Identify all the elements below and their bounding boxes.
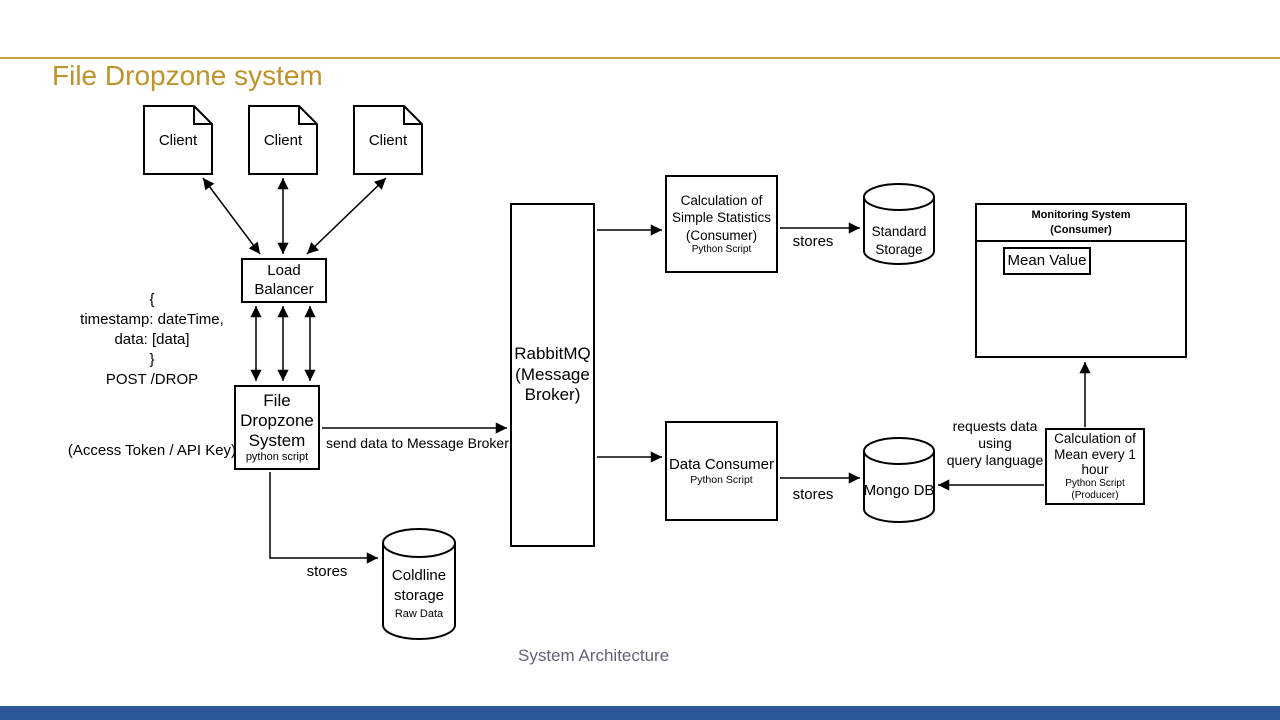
calc-stats-label: Calculation of Simple Statistics (Consum… [671,192,772,243]
coldline-storage-sublabel: Raw Data [394,608,444,620]
mongo-db-label: Mongo DB [863,482,935,499]
slide-caption: System Architecture [518,646,670,665]
data-consumer-sublabel: Python Script [690,473,753,486]
stores-label-raw: stores [306,563,348,580]
load-balancer-label: Load Balancer [254,262,314,298]
request-payload-text: { timestamp: dateTime, data: [data] } PO… [80,291,224,388]
node-coldline-storage: Coldline storage Raw Data [382,528,456,640]
send-data-label: send data to Message Broker [326,435,509,451]
document-shape-icon [143,105,213,175]
database-cylinder-icon [382,528,456,640]
node-calc-simple-statistics: Calculation of Simple Statistics (Consum… [665,175,778,273]
node-client-1: Client [143,105,213,175]
node-mongo-db: Mongo DB [863,437,935,523]
footer-bar [0,706,1280,720]
node-monitoring-system: Monitoring System (Consumer) Mean Value [975,203,1187,358]
document-shape-icon [353,105,423,175]
database-cylinder-icon [863,437,935,523]
requests-data-label: requests data using query language [946,418,1044,468]
node-client-2: Client [248,105,318,175]
calc-stats-sublabel: Python Script [691,244,752,256]
database-cylinder-icon [863,183,935,265]
client-label: Client [158,131,198,149]
node-file-dropzone-system: File Dropzone System python script [234,385,320,470]
arrow-dropzone-coldline [269,472,378,564]
arrow-client1-loadbalancer [202,177,261,255]
slide-title: File Dropzone system [52,60,323,91]
arrow-client3-loadbalancer [306,177,387,255]
file-dropzone-label: File Dropzone System [240,390,314,450]
accent-line [0,57,1280,59]
mean-value-widget: Mean Value [1003,247,1091,275]
client-label: Client [368,131,408,149]
file-dropzone-sublabel: python script [245,450,309,463]
rabbitmq-label: RabbitMQ (Message Broker) [514,343,591,405]
stores-label-consumer: stores [792,486,834,503]
node-data-consumer: Data Consumer Python Script [665,421,778,521]
calc-mean-label: Calculation of Mean every 1 hour [1054,430,1136,478]
client-label: Client [263,131,303,149]
node-calc-mean: Calculation of Mean every 1 hour Python … [1045,428,1145,505]
calc-mean-sublabel: Python Script (Producer) [1065,478,1125,502]
coldline-storage-label: Coldline storage [391,567,447,604]
data-consumer-label: Data Consumer [668,455,775,473]
node-standard-storage: Standard Storage [863,183,935,265]
node-rabbitmq: RabbitMQ (Message Broker) [510,203,595,547]
node-load-balancer: Load Balancer [241,258,327,303]
standard-storage-label: Standard Storage [871,224,927,257]
node-client-3: Client [353,105,423,175]
stores-label-stats: stores [792,233,834,250]
document-shape-icon [248,105,318,175]
monitoring-header: Monitoring System (Consumer) [977,205,1185,242]
access-token-text: (Access Token / API Key) [67,442,237,459]
